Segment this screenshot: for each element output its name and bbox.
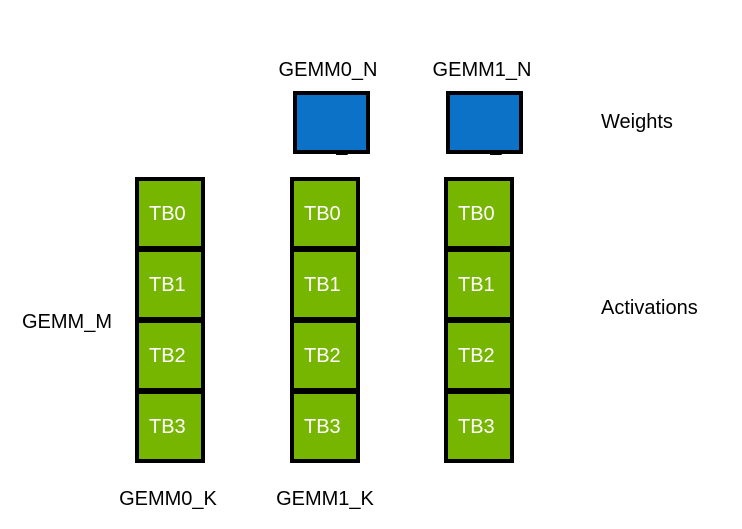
activation-cell-label: TB1 (304, 273, 341, 296)
activation-column-1: TB0 TB1 TB2 TB3 (290, 177, 360, 463)
activation-cell: TB2 (444, 319, 514, 392)
activations-row-label: Activations (601, 297, 698, 319)
gemm0-n-header-line1: GEMM0_N (278, 59, 378, 81)
weight-block-gemm0 (293, 91, 370, 154)
activation-column-2: TB0 TB1 TB2 TB3 (444, 177, 514, 463)
activation-cell-label: TB2 (149, 344, 186, 367)
activation-cell: TB1 (290, 248, 360, 321)
weight-block-gemm1 (446, 91, 523, 154)
gemm1-n-header-line1: GEMM1_N (432, 59, 532, 81)
activation-cell: TB1 (444, 248, 514, 321)
activation-cell-label: TB3 (304, 415, 341, 438)
gemm0-k-label: GEMM0_K (119, 488, 217, 510)
activation-cell-label: TB0 (149, 202, 186, 225)
activation-cell: TB0 (290, 177, 360, 250)
activation-cell-label: TB3 (149, 415, 186, 438)
gemm1-k-label: GEMM1_K (276, 488, 374, 510)
activation-cell: TB0 (135, 177, 205, 250)
activation-cell: TB3 (290, 390, 360, 463)
activation-cell: TB1 (135, 248, 205, 321)
weights-row-label: Weights (601, 111, 673, 133)
activation-cell: TB0 (444, 177, 514, 250)
activation-cell-label: TB2 (458, 344, 495, 367)
activation-cell-label: TB0 (304, 202, 341, 225)
activation-cell: TB3 (135, 390, 205, 463)
activation-cell-label: TB1 (458, 273, 495, 296)
activation-cell-label: TB1 (149, 273, 186, 296)
activation-cell: TB3 (444, 390, 514, 463)
activation-column-0: TB0 TB1 TB2 TB3 (135, 177, 205, 463)
gemm-m-label: GEMM_M (22, 311, 112, 333)
activation-cell-label: TB2 (304, 344, 341, 367)
activation-cell-label: TB0 (458, 202, 495, 225)
activation-cell: TB2 (135, 319, 205, 392)
activation-cell: TB2 (290, 319, 360, 392)
activation-cell-label: TB3 (458, 415, 495, 438)
